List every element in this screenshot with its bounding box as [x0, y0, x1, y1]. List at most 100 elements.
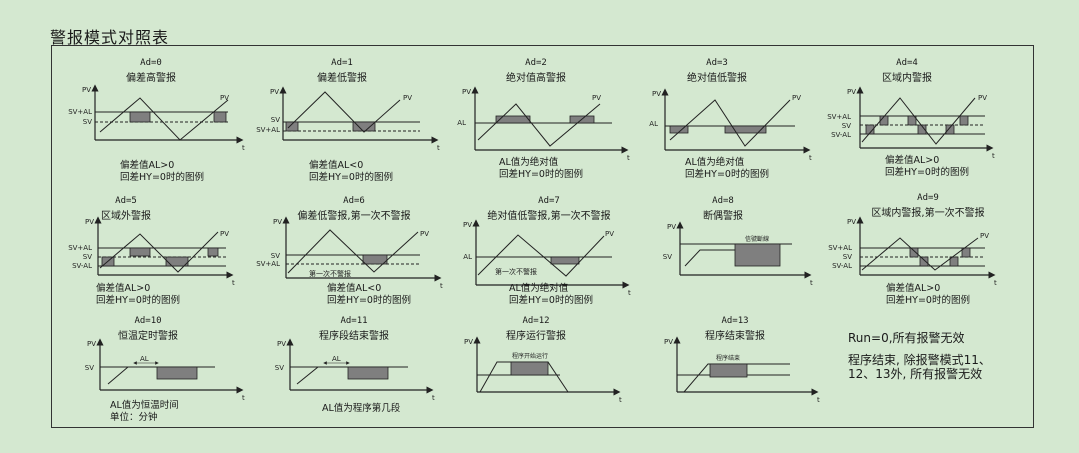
curve-label-pv: PV: [220, 230, 229, 238]
desc-line: 回差HY=0时的图例: [886, 295, 970, 306]
break-label: 信號斷線: [745, 235, 769, 243]
pv-curve: [477, 103, 601, 147]
level-label: SV: [85, 364, 94, 372]
axis-label-t: t: [810, 279, 813, 287]
desc-line: 回差HY=0时的图例: [499, 169, 583, 180]
panel-ad7-name: 绝对值低警报,第一次不警报: [487, 211, 611, 222]
alarm-band: [510, 361, 549, 376]
curve-label-pv: PV: [792, 94, 801, 102]
al-label: AL: [140, 355, 149, 363]
panel-ad11-name: 程序段结束警报: [319, 331, 389, 342]
axis-label-t: t: [992, 152, 995, 160]
pv-curve: [861, 237, 979, 271]
level-label: SV+AL: [828, 244, 852, 252]
curve-label-pv: PV: [420, 230, 429, 238]
level-label: AL: [649, 120, 658, 128]
panel-ad9-code: Ad=9: [917, 193, 939, 203]
desc-line: 回差HY=0时的图例: [327, 295, 411, 306]
panel-ad13-code: Ad=13: [721, 316, 749, 326]
axis-label-pv: PV: [87, 340, 96, 348]
desc-line: AL值为程序第几段: [322, 403, 401, 414]
axis-label-t: t: [242, 144, 245, 152]
alarm-band: [129, 247, 151, 257]
desc-line: 回差HY=0时的图例: [96, 295, 180, 306]
table-frame: [51, 45, 1034, 428]
axis-label-t: t: [809, 154, 812, 162]
level-label: SV: [83, 253, 92, 261]
axis-label-pv: PV: [847, 88, 856, 96]
axis-label-pv: PV: [463, 221, 472, 229]
level-label: SV+AL: [256, 126, 280, 134]
desc-line: 回差HY=0时的图例: [309, 172, 393, 183]
alarm-band: [961, 247, 971, 258]
axis-label-t: t: [242, 394, 245, 402]
alarm-band: [724, 125, 767, 134]
desc-line: 偏差值AL>0: [96, 283, 151, 294]
axis-label-t: t: [994, 279, 997, 287]
panel-ad7-desc: AL值为绝对值回差HY=0时的图例: [509, 283, 593, 307]
alarm-band: [156, 366, 198, 380]
desc-line: 偏差值AL<0: [309, 160, 364, 171]
alarm-band: [907, 115, 917, 126]
alarm-band: [865, 124, 875, 135]
level-label: SV-AL: [72, 262, 92, 270]
alarm-band: [919, 256, 929, 267]
alarm-band: [909, 247, 919, 258]
level-label: AL: [457, 119, 466, 127]
desc-line: AL值为绝对值: [685, 157, 745, 168]
panel-ad1-name: 偏差低警报: [317, 73, 367, 84]
al-label: AL: [332, 355, 341, 363]
panel-ad6-code: Ad=6: [343, 196, 365, 206]
level-label: SV: [83, 118, 92, 126]
diagram-ad10: PV t SV AL: [85, 338, 245, 402]
axis-label-pv: PV: [664, 338, 673, 346]
level-label: SV: [275, 364, 284, 372]
panel-ad0-name: 偏差高警报: [126, 73, 176, 84]
level-label: SV: [663, 253, 672, 261]
axis-label-t: t: [619, 396, 622, 404]
axis-label-t: t: [627, 154, 630, 162]
alarm-band: [959, 115, 969, 126]
panel-ad12-code: Ad=12: [522, 316, 550, 326]
level-label: SV: [843, 253, 852, 261]
panel-ad10-name: 恒温定时警报: [118, 331, 178, 342]
panel-ad13-name: 程序结束警报: [705, 331, 765, 342]
pv-curve: [99, 97, 229, 141]
note-run0: Run=0,所有报警无效: [848, 331, 965, 345]
panel-ad11-desc: AL值为程序第几段: [322, 403, 400, 415]
panel-ad13-caption: Ad=13 程序结束警报: [705, 316, 765, 342]
alarm-band: [949, 256, 959, 267]
alarm-band: [285, 121, 299, 132]
desc-line: 偏差值AL>0: [120, 160, 175, 171]
first-no-alarm-label: 第一次不警报: [309, 269, 351, 278]
note-program-end-line1: 程序结束, 除报警模式11、: [848, 353, 991, 367]
axis-label-t: t: [817, 396, 820, 404]
curve-label-pv: PV: [980, 232, 989, 240]
axis-label-pv: PV: [464, 338, 473, 346]
panel-ad3-desc: AL值为绝对值回差HY=0时的图例: [685, 157, 769, 181]
program-end-label: 程序结束: [716, 354, 740, 362]
desc-line: 偏差值AL>0: [885, 155, 940, 166]
panel-ad3-name: 绝对值低警报: [687, 73, 747, 84]
panel-ad8-code: Ad=8: [712, 196, 734, 206]
desc-line: 回差HY=0时的图例: [120, 172, 204, 183]
alarm-band: [734, 243, 781, 267]
pv-curve: [287, 229, 419, 274]
